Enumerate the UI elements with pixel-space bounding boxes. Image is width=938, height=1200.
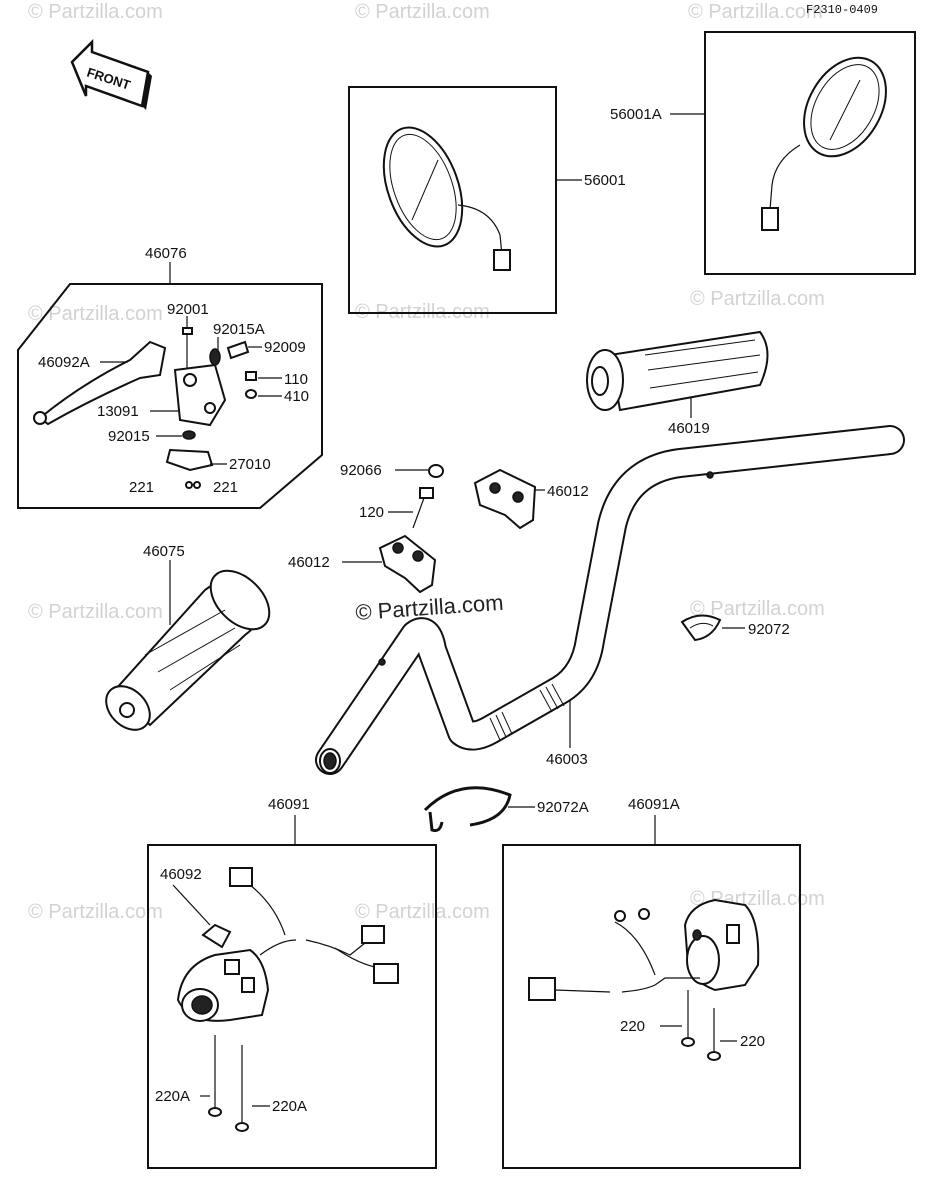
label-46091a: 46091A [628, 796, 680, 813]
label-220-left: 220 [620, 1018, 645, 1035]
label-46003: 46003 [546, 751, 588, 768]
watermark: © Partzilla.com [690, 288, 825, 310]
label-92072a: 92072A [537, 799, 589, 816]
label-46012-lower: 46012 [288, 554, 330, 571]
mirror-56001a [670, 31, 916, 275]
label-221-left: 221 [129, 479, 154, 496]
switch-box-46091a [502, 815, 801, 1169]
mirror-56001 [348, 86, 582, 314]
band-92072a [423, 786, 535, 833]
watermark: © Partzilla.com [28, 1, 163, 23]
label-92015a: 92015A [213, 321, 265, 338]
label-56001a: 56001A [610, 106, 662, 123]
watermarks: © Partzilla.com © Partzilla.com © Partzi… [28, 1, 825, 923]
grip-46019 [586, 330, 769, 418]
label-220-right: 220 [740, 1033, 765, 1050]
label-46092a: 46092A [38, 354, 90, 371]
grip-46075 [105, 560, 271, 731]
label-46092: 46092 [160, 866, 202, 883]
part-labels: 56001 56001A 46076 92001 92015A 92009 46… [38, 106, 790, 1115]
label-92066: 92066 [340, 462, 382, 479]
lever-assembly-46076 [17, 262, 323, 509]
watermark: © Partzilla.com [690, 598, 825, 620]
label-92015: 92015 [108, 428, 150, 445]
switch-box-46091 [147, 815, 437, 1169]
label-13091: 13091 [97, 403, 139, 420]
label-46091: 46091 [268, 796, 310, 813]
label-56001: 56001 [584, 172, 626, 189]
label-27010: 27010 [229, 456, 271, 473]
watermark: © Partzilla.com [28, 901, 163, 923]
watermark: © Partzilla.com [355, 1, 490, 23]
label-92072: 92072 [748, 621, 790, 638]
label-92009: 92009 [264, 339, 306, 356]
label-46076: 46076 [145, 245, 187, 262]
watermark: © Partzilla.com [355, 901, 490, 923]
label-92001: 92001 [167, 301, 209, 318]
label-46075: 46075 [143, 543, 185, 560]
label-410: 410 [284, 388, 309, 405]
label-110: 110 [284, 371, 308, 388]
clamp-parts [342, 464, 545, 594]
label-220a-left: 220A [155, 1088, 190, 1105]
label-46012-upper: 46012 [547, 483, 589, 500]
clip-92072 [680, 614, 745, 642]
watermark: © Partzilla.com [28, 303, 163, 325]
label-46019: 46019 [668, 420, 710, 437]
label-220a-right: 220A [272, 1098, 307, 1115]
front-arrow-icon: FRONT [70, 38, 152, 110]
diagram-code: F2310-0409 [806, 3, 878, 17]
label-120: 120 [359, 504, 384, 521]
watermark: © Partzilla.com [688, 1, 823, 23]
watermark: © Partzilla.com [28, 601, 163, 623]
handlebar-46003 [315, 425, 905, 775]
label-221-right: 221 [213, 479, 238, 496]
